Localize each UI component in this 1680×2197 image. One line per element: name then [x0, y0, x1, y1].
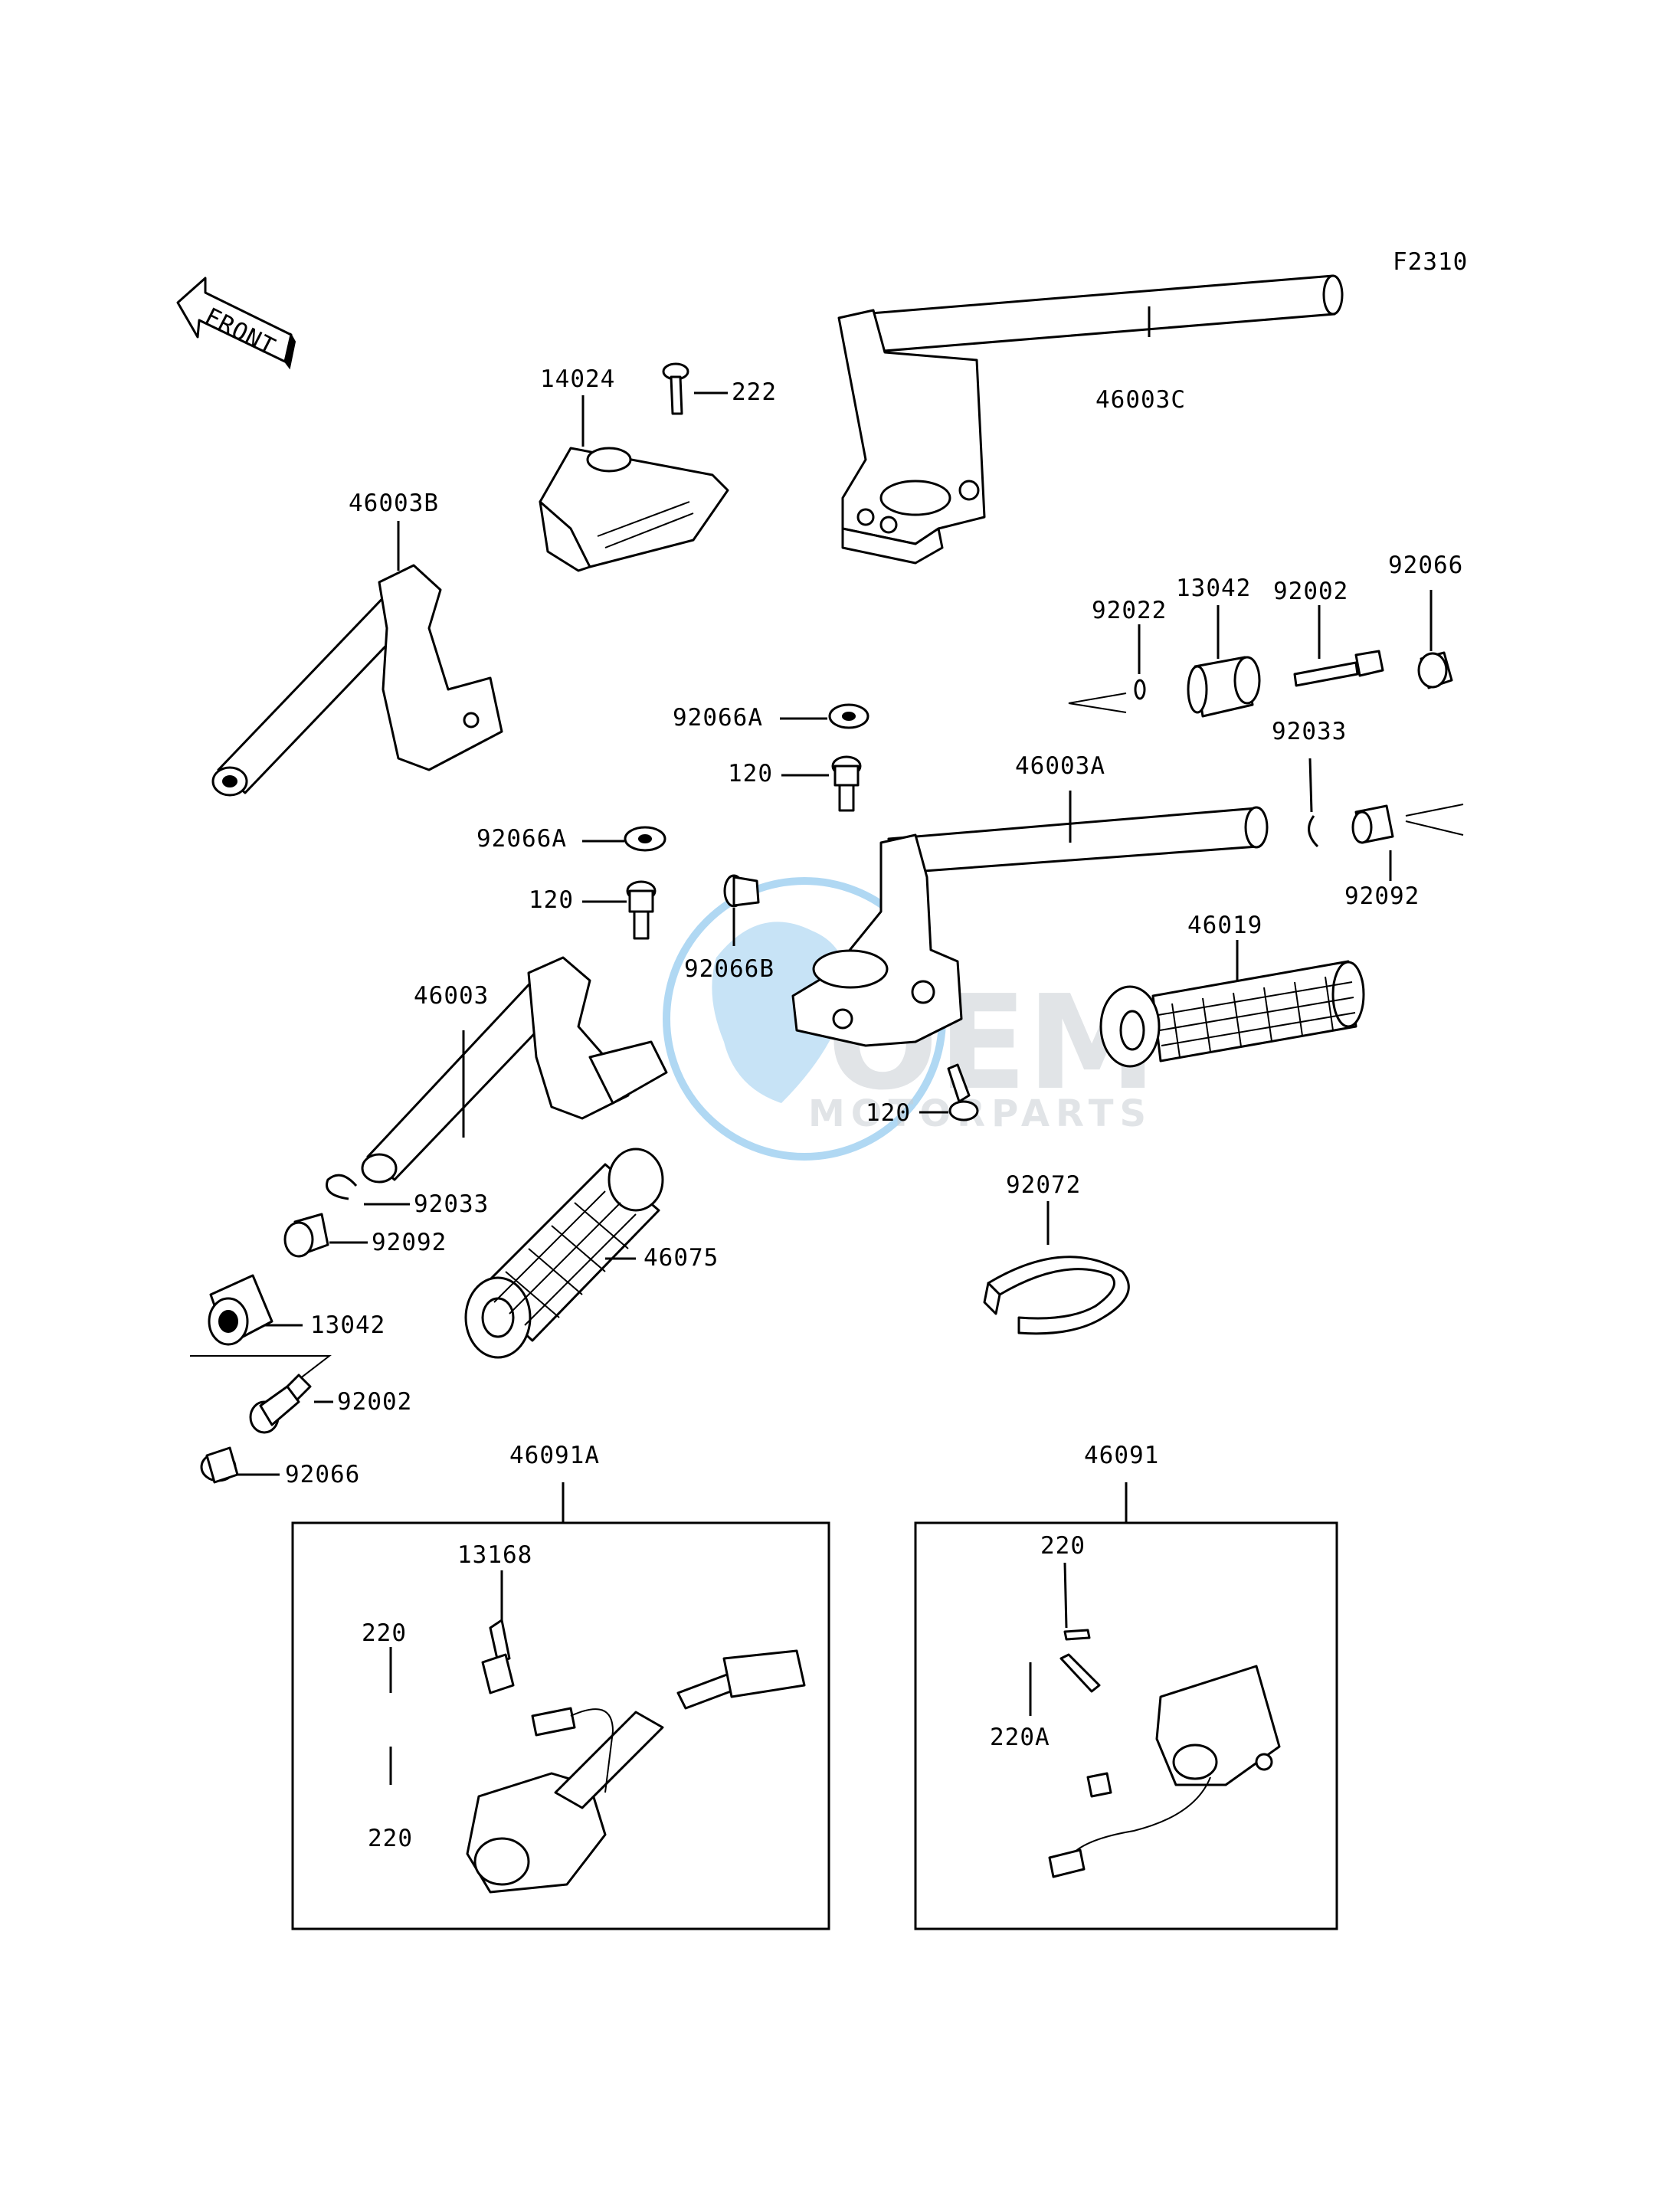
label-13042-top: 13042: [1176, 575, 1251, 602]
label-46091A: 46091A: [509, 1442, 600, 1469]
label-120-a: 120: [728, 760, 773, 787]
label-120-b: 120: [529, 886, 574, 914]
bolt-120-a: [831, 755, 862, 812]
label-13042: 13042: [310, 1311, 385, 1339]
bracket-14024: [539, 447, 729, 572]
label-92033: 92033: [414, 1190, 489, 1218]
screw-222: [662, 362, 689, 415]
bushing-92092-top: [1351, 804, 1464, 844]
label-220A: 220A: [990, 1724, 1050, 1751]
grip-46075: [464, 1148, 664, 1359]
label-14024: 14024: [540, 365, 615, 393]
switch-46091: [1048, 1629, 1281, 1878]
label-92092-top: 92092: [1344, 882, 1420, 910]
plug-92066B: [723, 874, 760, 908]
label-13168: 13168: [457, 1541, 532, 1569]
washer-92066A-top: [828, 703, 869, 729]
label-92066A-top: 92066A: [673, 704, 763, 732]
label-92066B: 92066B: [684, 955, 775, 983]
label-92033-top: 92033: [1272, 718, 1347, 745]
label-92092: 92092: [372, 1229, 447, 1256]
part-labels: 14024 222 46003C 46003B 92022 13042 9200…: [285, 365, 1463, 1852]
label-92066A-mid: 92066A: [476, 825, 567, 853]
label-46003B: 46003B: [349, 489, 439, 517]
band-92072: [983, 1256, 1130, 1335]
figure-code: F2310: [1393, 248, 1468, 276]
circlip-92033-top: [1308, 815, 1319, 848]
handlebar-46003: [361, 956, 668, 1184]
bolt-120-b: [626, 880, 657, 940]
label-92066: 92066: [285, 1461, 360, 1488]
watermark-sub: MOTORPARTS: [808, 1092, 1152, 1135]
weight-13042-top: [1187, 656, 1261, 718]
label-220-a: 220: [362, 1619, 407, 1647]
label-120-c: 120: [866, 1099, 911, 1127]
label-46003C: 46003C: [1095, 386, 1186, 414]
switch-46091A: [466, 1619, 806, 1894]
switch-assembly-box-46091A: [291, 1521, 830, 1930]
grip-46019: [1099, 960, 1365, 1068]
weight-13042: [190, 1274, 332, 1395]
handlebar-46003C: [837, 274, 1344, 565]
label-220-b: 220: [368, 1825, 413, 1852]
bolt-92002: [249, 1374, 312, 1434]
washer-92066A-mid: [624, 826, 666, 852]
label-220-c: 220: [1040, 1532, 1086, 1560]
front-arrow-icon: FRONT: [176, 277, 296, 370]
label-92066-top: 92066: [1388, 552, 1463, 579]
leader-lines: [237, 306, 1433, 1785]
cap-92066-top: [1417, 651, 1453, 689]
label-92002-top: 92002: [1273, 578, 1348, 605]
handlebar-46003A: [791, 806, 1269, 1047]
cap-92066: [200, 1446, 239, 1484]
label-46019: 46019: [1187, 912, 1262, 939]
label-92022: 92022: [1092, 597, 1167, 624]
circlip-92033: [326, 1174, 358, 1200]
label-46003A: 46003A: [1015, 752, 1105, 780]
handlebar-46003B: [211, 564, 503, 797]
label-46091: 46091: [1084, 1442, 1159, 1469]
bolt-120-c: [947, 1063, 979, 1121]
label-46003: 46003: [414, 982, 489, 1010]
bushing-92092: [283, 1213, 329, 1258]
label-222: 222: [732, 378, 777, 406]
bolt-92002-top: [1293, 650, 1384, 687]
label-92002: 92002: [337, 1388, 412, 1416]
label-92072: 92072: [1006, 1171, 1081, 1199]
clip-92022: [1068, 679, 1146, 713]
label-46075: 46075: [644, 1244, 719, 1272]
